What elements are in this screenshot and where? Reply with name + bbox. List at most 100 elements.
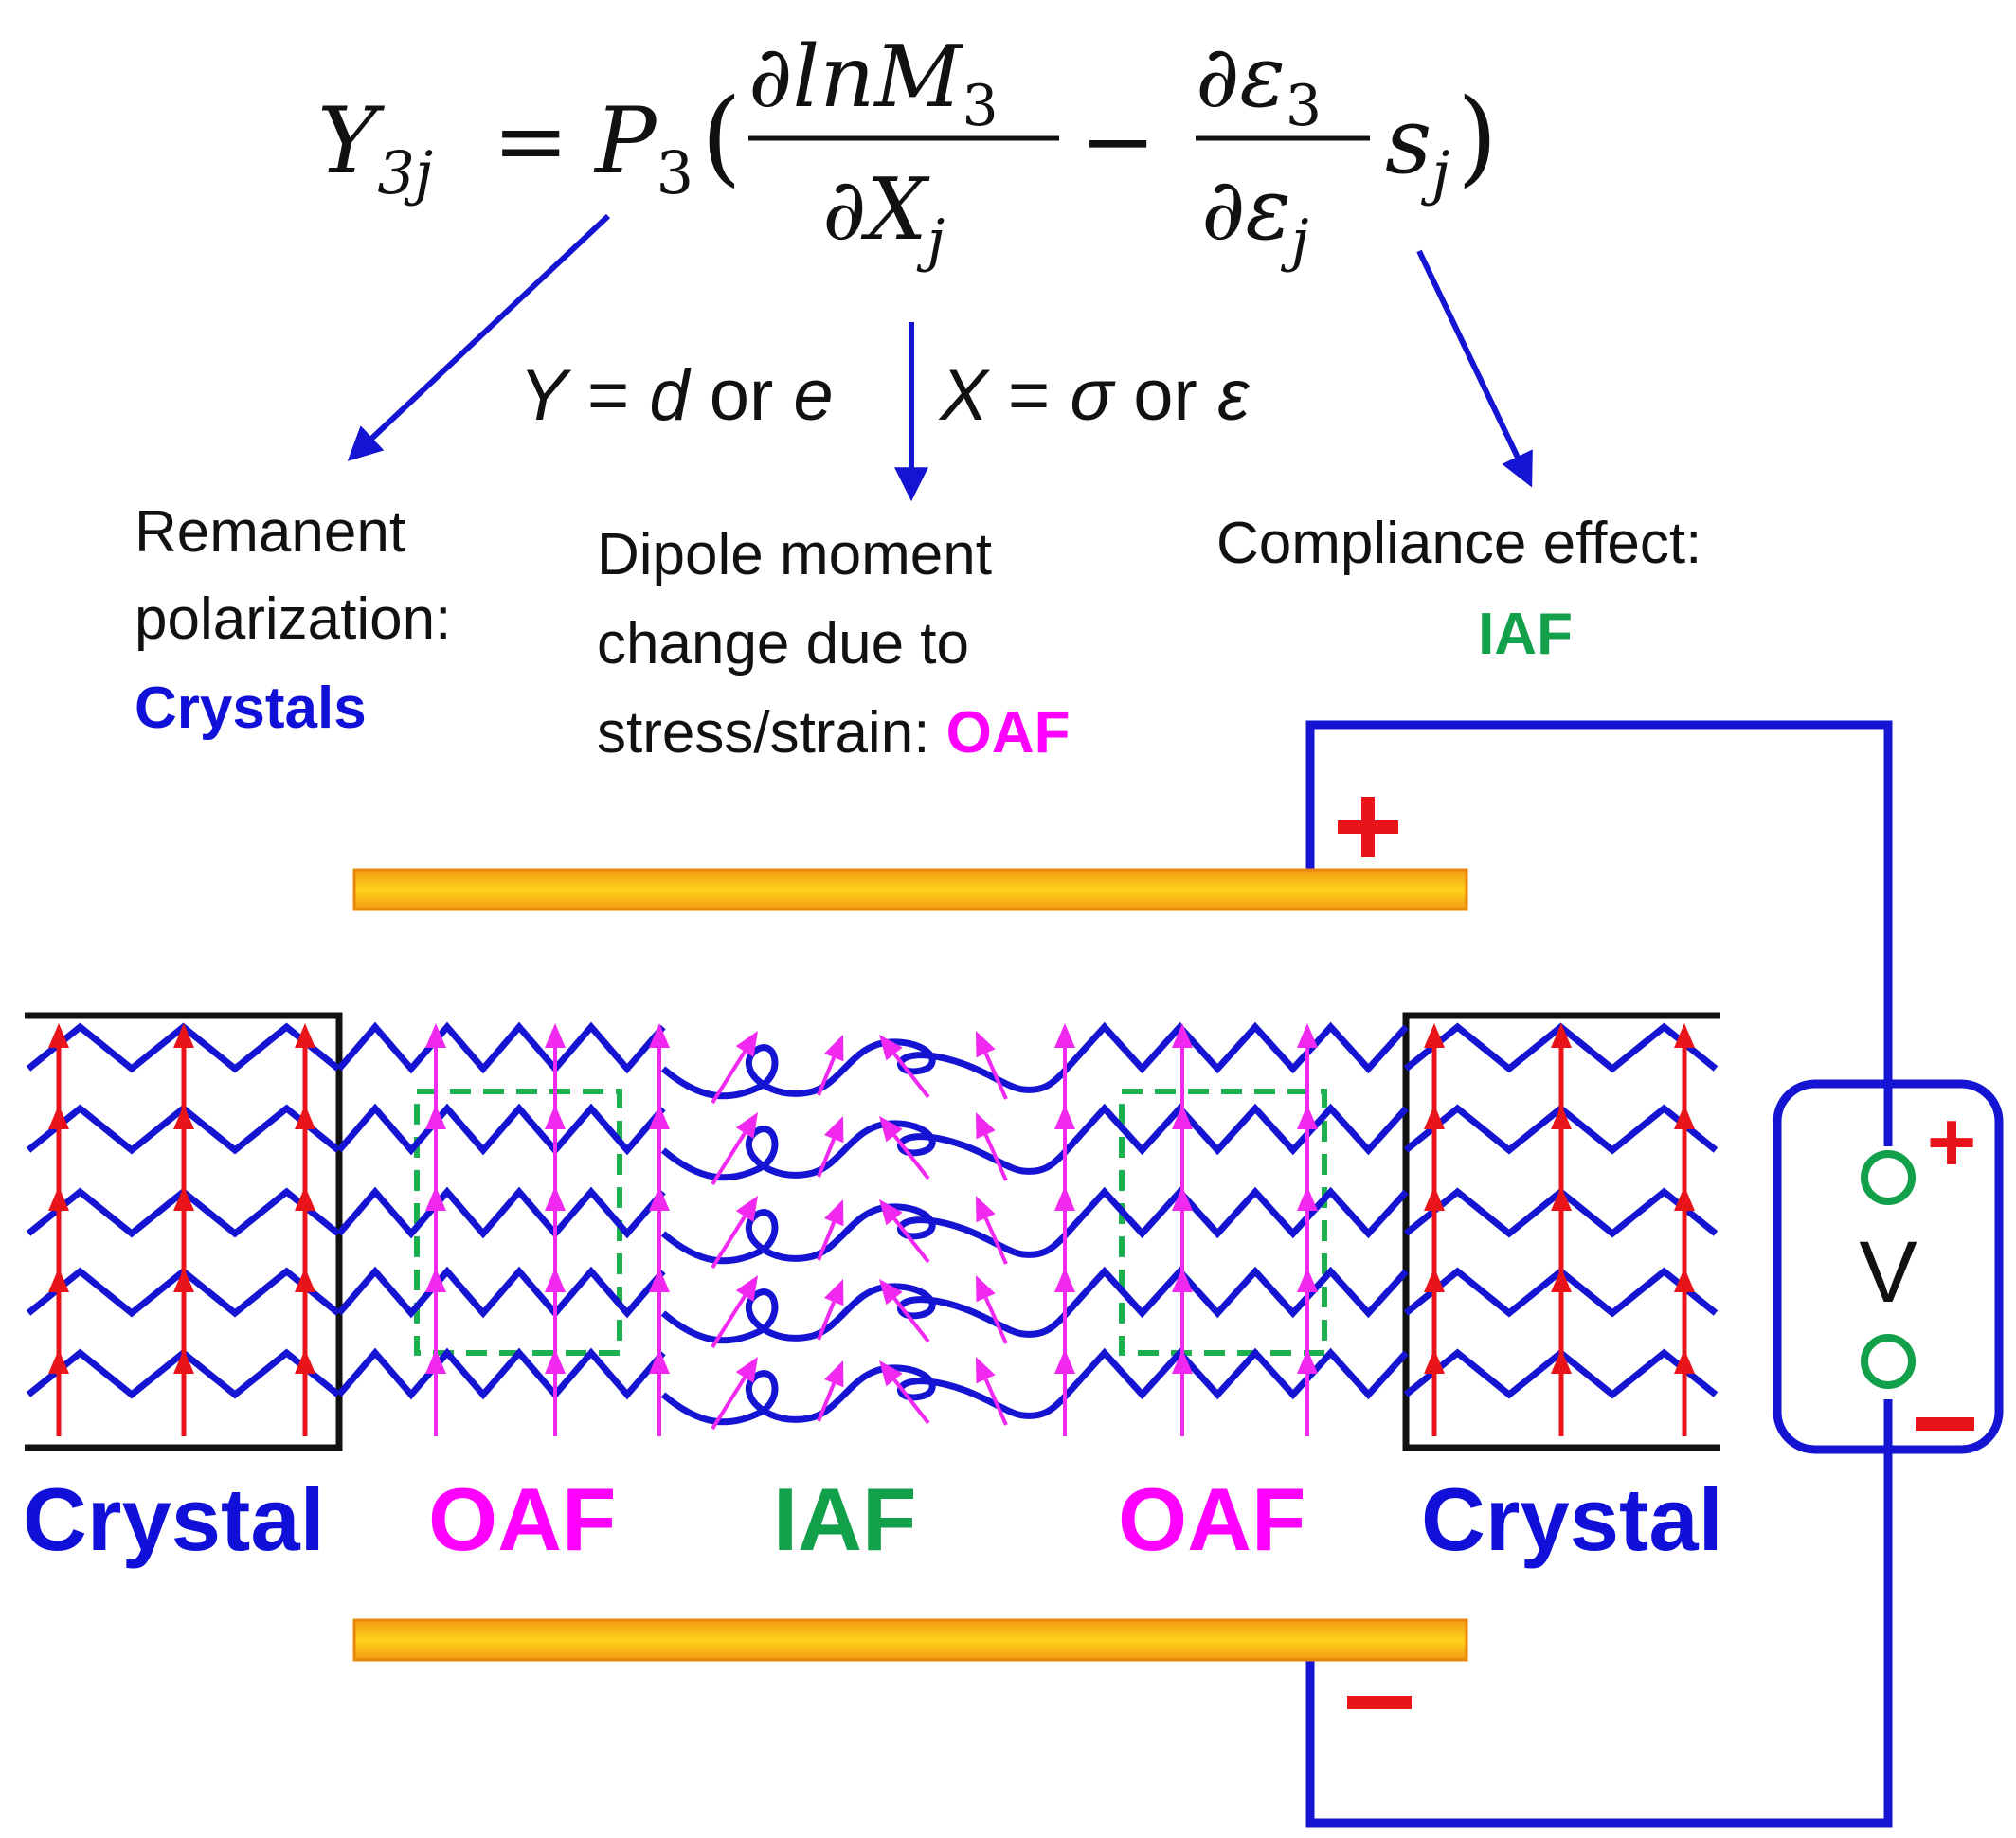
annotation-dipole: Dipole moment change due to stress/strai… [597, 522, 1071, 766]
remanent-line1: Remanent [135, 499, 405, 565]
iaf-dipole-arrow [711, 1196, 758, 1270]
iaf-dipole-arrow [976, 1357, 1008, 1426]
oaf-dashed-box-left [414, 1089, 622, 1356]
oaf-dipole-arrow [1297, 1105, 1318, 1192]
terminal-negative [1861, 1334, 1916, 1389]
crystal-dipole-arrow [1424, 1349, 1445, 1436]
region-labels: Crystal OAF IAF OAF Crystal [23, 1469, 1723, 1569]
svg-text:∂lnM3: ∂lnM3 [748, 27, 999, 139]
compliance-highlight: IAF [1478, 602, 1573, 667]
crystal-dipole-arrow [173, 1268, 194, 1355]
oaf-dipole-arrow [1054, 1023, 1075, 1110]
iaf-dipole-arrow [976, 1112, 1008, 1181]
crystal-dipole-arrow [1674, 1023, 1695, 1110]
oaf-dipole-arrow [1297, 1186, 1318, 1273]
label-oaf-right: OAF [1118, 1469, 1305, 1569]
oaf-dipole-arrow [545, 1023, 566, 1110]
oaf-dipole-arrow [649, 1023, 670, 1110]
crystal-dipole-arrow [1674, 1349, 1695, 1436]
crystal-dipole-arrow [1674, 1186, 1695, 1273]
crystal-dipole-arrow [295, 1105, 315, 1192]
definitions: Y = d or e X = σ or ε [519, 355, 1251, 436]
iaf-dipole-arrow [711, 1112, 758, 1186]
label-crystal-right: Crystal [1421, 1469, 1723, 1569]
dipole-highlight: OAF [946, 700, 1071, 766]
eq-lhs-base: Y [317, 88, 386, 194]
svg-text:∂εj: ∂εj [1201, 160, 1308, 274]
crystal-dipole-arrow [1551, 1105, 1572, 1192]
chain-iaf [660, 1283, 1070, 1344]
crystal-dipole-arrow [1424, 1023, 1445, 1110]
dipole-line1: Dipole moment [597, 522, 992, 587]
x-definition: X = σ or ε [938, 355, 1251, 436]
oaf-dipole-arrow [1172, 1186, 1193, 1273]
oaf-dipole-arrow [1054, 1268, 1075, 1355]
iaf-dipole-arrow [976, 1031, 1008, 1100]
svg-text:P3: P3 [593, 88, 693, 207]
terminal-positive [1861, 1150, 1916, 1205]
chain-oaf-left [336, 1021, 666, 1074]
eq-close-paren: ) [1457, 76, 1498, 197]
iaf-dipole-arrow [711, 1275, 758, 1349]
crystal-dipole-arrow [173, 1105, 194, 1192]
oaf-dipole-arrow [1172, 1105, 1193, 1192]
chain-iaf [660, 1038, 1070, 1100]
eq-frac1-den: ∂X [822, 160, 931, 260]
iaf-dipole-arrow [711, 1031, 758, 1105]
oaf-dipole-arrow [1297, 1023, 1318, 1110]
svg-text:Y3j: Y3j [317, 88, 433, 207]
bottom-minus-sign [1347, 1696, 1412, 1709]
iaf-dipole-arrow [817, 1116, 844, 1178]
label-crystal-left: Crystal [23, 1469, 325, 1569]
iaf-dipole-arrow [879, 1116, 930, 1180]
chain-iaf [660, 1120, 1070, 1181]
iaf-dipole-arrow [817, 1360, 844, 1422]
oaf-dipole-arrow [649, 1349, 670, 1436]
crystal-dipole-arrow [48, 1186, 69, 1273]
iaf-dipole-arrow [976, 1275, 1008, 1344]
voltage-label: V [1859, 1224, 1917, 1321]
circuit: V + [1305, 720, 2004, 1828]
eq-equals: = [493, 88, 568, 194]
crystal-frames [25, 1012, 1720, 1451]
dipole-line2: change due to [597, 611, 969, 676]
iaf-dipole-arrow [879, 1279, 930, 1343]
oaf-dipole-arrow [1172, 1268, 1193, 1355]
arrow-to-compliance [1416, 249, 1533, 488]
y-definition: Y = d or e [519, 355, 834, 436]
iaf-dipole-arrow [817, 1035, 844, 1096]
bottom-electrode [352, 1618, 1468, 1662]
crystal-dipole-arrow [48, 1268, 69, 1355]
source-plus-sign: + [1927, 1095, 1977, 1190]
crystal-dipole-arrow [48, 1349, 69, 1436]
equation: Y3j = P3 ( ∂lnM3 ∂Xj − ∂ε3 ∂εj sj ) [317, 27, 1498, 274]
chain-oaf-right [1064, 1186, 1409, 1239]
oaf-dipole-arrow [1054, 1105, 1075, 1192]
crystal-dipole-arrow [173, 1186, 194, 1273]
iaf-dipole-arrow [879, 1035, 930, 1099]
crystal-dipole-arrow [1551, 1349, 1572, 1436]
oaf-dipole-arrow [1172, 1349, 1193, 1436]
crystal-dipole-arrow [1551, 1268, 1572, 1355]
dipole-line3: stress/strain: OAF [597, 700, 1071, 766]
oaf-dipole-arrow [1297, 1268, 1318, 1355]
chain-iaf [660, 1203, 1070, 1265]
crystal-dipole-arrow [295, 1186, 315, 1273]
polymer-structure [25, 1012, 1720, 1451]
chain-oaf-right [1064, 1347, 1409, 1400]
oaf-dipole-arrow [545, 1186, 566, 1273]
eq-frac1-num-sub: 3 [962, 73, 998, 139]
oaf-dashed-box-right [1119, 1089, 1327, 1356]
crystal-dipole-arrow [295, 1023, 315, 1110]
oaf-dipole-arrow [1054, 1349, 1075, 1436]
svg-text:∂ε3: ∂ε3 [1196, 27, 1322, 139]
label-oaf-left: OAF [428, 1469, 616, 1569]
eq-p-base: P [593, 88, 657, 194]
crystal-dipole-arrow [295, 1349, 315, 1436]
crystal-dipole-arrow [48, 1105, 69, 1192]
oaf-dipole-arrow [425, 1186, 446, 1273]
oaf-dipole-arrow [649, 1186, 670, 1273]
eq-s-base: s [1385, 88, 1431, 194]
equation-pointer-arrows [347, 213, 1533, 502]
chain-oaf-left [336, 1103, 666, 1156]
